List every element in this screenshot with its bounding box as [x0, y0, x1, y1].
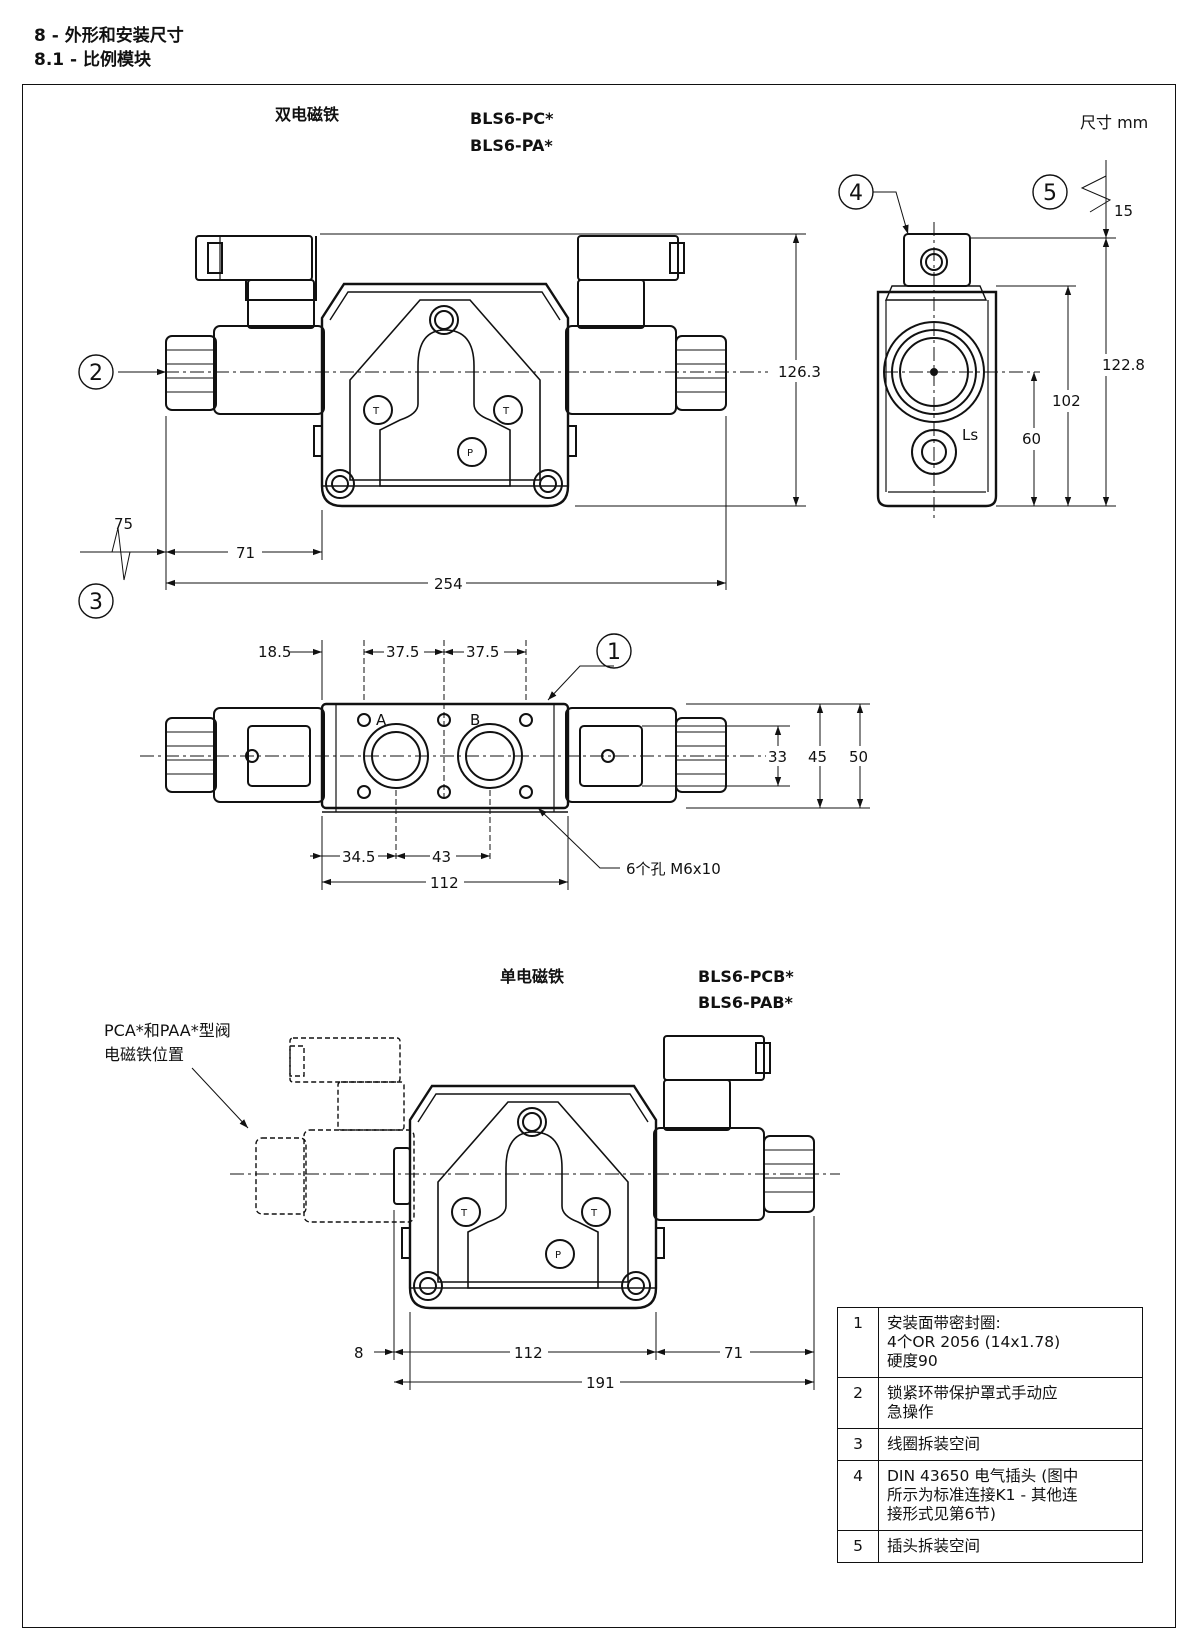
dim-bottom-33: 33	[768, 748, 787, 766]
legend-line: 安装面带密封圈:	[887, 1314, 1001, 1332]
dim-bottom-holes: 6个孔 M6x10	[626, 860, 721, 878]
double-model-2: BLS6-PA*	[470, 136, 553, 155]
legend-line: 4个OR 2056 (14x1.78)	[887, 1333, 1061, 1351]
legend-line: 锁紧环带保护罩式手动应	[887, 1384, 1058, 1402]
front-view	[165, 235, 727, 508]
port-T-front-left: T	[372, 406, 380, 417]
callout-4-label: 4	[849, 181, 863, 206]
callout-3	[78, 583, 114, 619]
legend-row: 2 锁紧环带保护罩式手动应 急操作	[837, 1377, 1143, 1429]
legend-num: 3	[837, 1428, 879, 1461]
dim-bottom-43: 43	[432, 848, 451, 866]
legend-text: DIN 43650 电气插头 (图中 所示为标准连接K1 - 其他连 接形式见第…	[878, 1460, 1143, 1531]
callout-1-label: 1	[607, 640, 621, 665]
legend-line: 急操作	[887, 1403, 934, 1421]
legend-row: 3 线圈拆装空间	[837, 1428, 1143, 1461]
dim-front-length: 254	[434, 575, 463, 593]
callout-5	[1032, 174, 1068, 210]
dim-single-191: 191	[586, 1374, 615, 1392]
single-model-1: BLS6-PCB*	[698, 967, 794, 986]
bottom-dimension-lines	[140, 640, 870, 890]
dim-bottom-50: 50	[849, 748, 868, 766]
side-dimension-lines	[873, 160, 1116, 520]
legend-text: 安装面带密封圈: 4个OR 2056 (14x1.78) 硬度90	[878, 1307, 1143, 1378]
dim-side-height: 122.8	[1102, 356, 1145, 374]
dim-front-coil-clearance: 75	[114, 515, 133, 533]
legend-row: 1 安装面带密封圈: 4个OR 2056 (14x1.78) 硬度90	[837, 1307, 1143, 1378]
single-view	[393, 1035, 815, 1310]
legend-line: DIN 43650 电气插头 (图中	[887, 1467, 1079, 1485]
port-B: B	[470, 711, 480, 729]
single-note-line1: PCA*和PAA*型阀	[104, 1021, 231, 1040]
legend-text: 插头拆装空间	[878, 1530, 1143, 1563]
units-note: 尺寸 mm	[1080, 113, 1148, 132]
legend-num: 5	[837, 1530, 879, 1563]
callout-2	[78, 354, 114, 390]
dim-single-8: 8	[354, 1344, 364, 1362]
callout-2-label: 2	[89, 361, 103, 386]
port-T-single-right: T	[590, 1208, 598, 1219]
dim-bottom-112: 112	[430, 874, 459, 892]
dim-side-plug-clearance: 15	[1114, 202, 1133, 220]
double-solenoid-title: 双电磁铁	[275, 105, 339, 124]
legend-table: 1 安装面带密封圈: 4个OR 2056 (14x1.78) 硬度90 2 锁紧…	[837, 1307, 1143, 1563]
dim-side-102: 102	[1052, 392, 1081, 410]
subsection-heading: 8.1 - 比例模块	[34, 50, 152, 70]
dim-bottom-34-5: 34.5	[342, 848, 375, 866]
single-note-line2: 电磁铁位置	[104, 1045, 184, 1064]
callout-3-label: 3	[89, 590, 103, 615]
single-solenoid-title: 单电磁铁	[500, 967, 564, 986]
legend-line: 插头拆装空间	[887, 1537, 981, 1555]
legend-num: 4	[837, 1460, 879, 1531]
section-heading: 8 - 外形和安装尺寸	[34, 26, 184, 46]
port-P-single: P	[555, 1250, 561, 1261]
dim-bottom-18-5: 18.5	[258, 643, 291, 661]
legend-line: 线圈拆装空间	[887, 1435, 981, 1453]
port-P-front: P	[467, 448, 473, 459]
legend-row: 5 插头拆装空间	[837, 1530, 1143, 1563]
dim-single-112: 112	[514, 1344, 543, 1362]
dim-front-offset: 71	[236, 544, 255, 562]
callout-5-label: 5	[1043, 181, 1057, 206]
dim-single-71: 71	[724, 1344, 743, 1362]
dim-bottom-37-5-b: 37.5	[466, 643, 499, 661]
legend-num: 2	[837, 1377, 879, 1429]
single-dimension-lines	[191, 1067, 840, 1390]
single-view-dashed-solenoid	[255, 1037, 415, 1223]
legend-line: 接形式见第6节)	[887, 1505, 996, 1523]
legend-num: 1	[837, 1307, 879, 1378]
callout-1	[596, 633, 632, 669]
callout-4	[838, 174, 874, 210]
port-Ls: Ls	[962, 426, 978, 444]
drawing-frame	[22, 84, 1176, 1628]
bottom-view	[165, 702, 727, 813]
port-T-single-left: T	[460, 1208, 468, 1219]
dim-bottom-37-5-a: 37.5	[386, 643, 419, 661]
legend-row: 4 DIN 43650 电气插头 (图中 所示为标准连接K1 - 其他连 接形式…	[837, 1460, 1143, 1531]
legend-line: 所示为标准连接K1 - 其他连	[887, 1486, 1078, 1504]
legend-line: 硬度90	[887, 1352, 938, 1370]
legend-text: 线圈拆装空间	[878, 1428, 1143, 1461]
port-T-front-right: T	[502, 406, 510, 417]
side-view	[876, 233, 998, 508]
dim-bottom-45: 45	[808, 748, 827, 766]
legend-text: 锁紧环带保护罩式手动应 急操作	[878, 1377, 1143, 1429]
front-dimension-lines	[80, 233, 806, 590]
dim-side-60: 60	[1022, 430, 1041, 448]
single-model-2: BLS6-PAB*	[698, 993, 794, 1012]
double-model-1: BLS6-PC*	[470, 109, 554, 128]
dim-front-height: 126.3	[778, 363, 821, 381]
port-A: A	[376, 711, 387, 729]
